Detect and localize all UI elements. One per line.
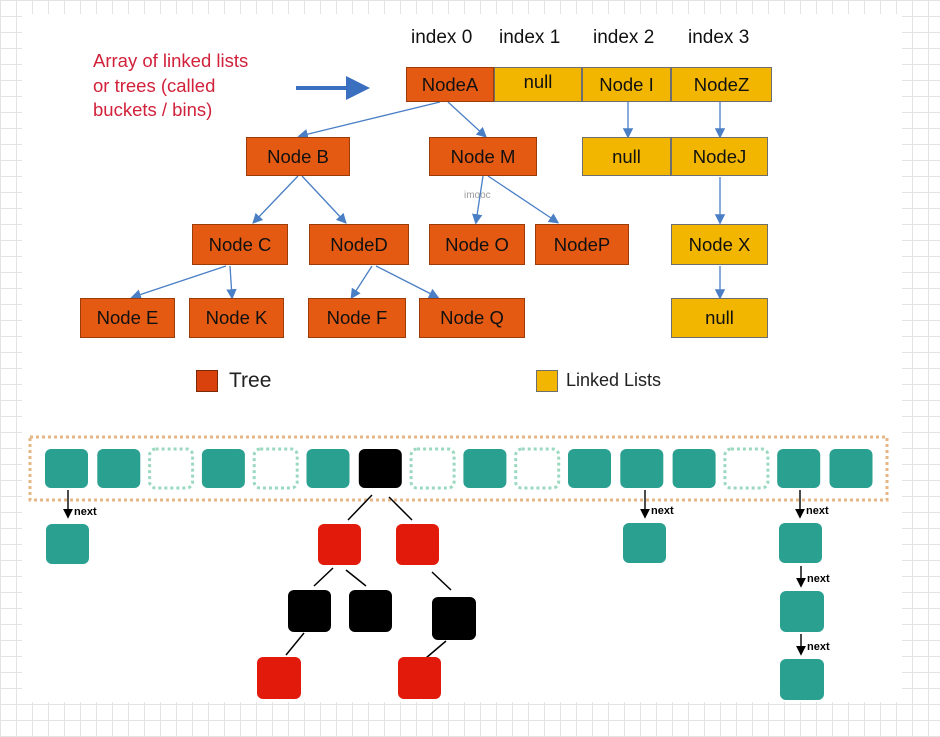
bucket-filled <box>45 449 88 488</box>
next-label: next <box>807 573 830 585</box>
edge-d-q <box>375 265 440 299</box>
tree-node-m: Node M <box>429 137 537 176</box>
next-label: next <box>807 641 830 653</box>
intro-line: buckets / bins) <box>93 99 213 120</box>
watermark: imooc <box>464 190 491 201</box>
bucket-empty <box>514 447 561 490</box>
array-cell-3: NodeZ <box>671 67 772 102</box>
tree-node-b: Node B <box>246 137 350 176</box>
rb-node-black <box>432 597 476 640</box>
bucket-filled <box>306 449 350 488</box>
rb-edge <box>431 571 452 591</box>
index-label-3: index 3 <box>688 27 750 48</box>
bucket-filled <box>568 449 611 488</box>
list-node-x-next: null <box>671 298 768 338</box>
intro-line: Array of linked lists <box>93 50 249 71</box>
rb-edge <box>388 496 413 521</box>
list-node-x: Node X <box>671 224 768 265</box>
array-cell-2: Node I <box>582 67 671 102</box>
bucket-filled <box>201 449 245 488</box>
index-label-1: index 1 <box>499 27 561 48</box>
array-cell-0: NodeA <box>406 67 494 102</box>
legend-tree-label: Tree <box>229 369 272 392</box>
list-chain-node <box>780 591 824 632</box>
tree-node-f: Node F <box>308 298 406 338</box>
edge-a-m <box>447 101 487 138</box>
bucket-empty <box>148 447 195 490</box>
list-node-idx2-next: null <box>582 137 671 176</box>
legend-list-label: Linked Lists <box>566 370 662 390</box>
edge-m-o <box>472 175 484 225</box>
bucket-empty <box>252 447 299 490</box>
tree-node-c: Node C <box>192 224 288 265</box>
rb-node-black <box>288 590 331 632</box>
index-label-0: index 0 <box>411 27 473 48</box>
list-node-idx3-next: NodeJ <box>671 137 768 176</box>
bucket-filled <box>829 449 873 488</box>
next-label: next <box>74 506 97 518</box>
list-chain-node <box>779 523 822 563</box>
bucket-tree-root <box>358 449 402 488</box>
rb-edge <box>347 494 373 521</box>
rb-edge <box>313 567 334 587</box>
index-label-2: index 2 <box>593 27 655 48</box>
legend-list-swatch <box>536 370 558 392</box>
edge-b-d <box>301 175 347 224</box>
list-chain-node <box>623 523 666 563</box>
rb-node-red <box>398 657 441 699</box>
rb-edge <box>345 569 367 587</box>
next-label: next <box>651 505 674 517</box>
tree-node-d: NodeD <box>309 224 409 265</box>
bucket-array-outline <box>28 435 889 502</box>
bucket-filled <box>620 449 664 488</box>
tree-node-p: NodeP <box>535 224 629 265</box>
rb-node-black <box>349 590 392 632</box>
bucket-filled <box>97 449 141 488</box>
rb-node-red <box>318 524 361 565</box>
bucket-empty <box>409 447 456 490</box>
rb-edge <box>425 640 447 659</box>
tree-node-q: Node Q <box>419 298 525 338</box>
next-label: next <box>806 505 829 517</box>
edge-a-b <box>297 101 441 140</box>
rb-node-red <box>257 657 301 699</box>
legend-tree-swatch <box>196 370 218 392</box>
rb-edge <box>285 632 305 656</box>
list-chain-node <box>780 659 824 700</box>
edge-c-k <box>226 265 237 300</box>
array-cell-1: null <box>494 67 582 102</box>
tree-node-o: Node O <box>429 224 525 265</box>
bucket-row <box>45 447 873 490</box>
intro-text: Array of linked lists or trees (called b… <box>93 49 248 123</box>
tree-node-k: Node K <box>189 298 284 338</box>
bucket-filled <box>463 449 507 488</box>
bucket-filled <box>777 449 821 488</box>
intro-line: or trees (called <box>93 74 216 96</box>
edge-m-p <box>487 175 560 224</box>
edge-b-c <box>252 175 299 224</box>
edge-d-f <box>350 265 373 300</box>
edge-c-e <box>130 265 227 300</box>
bucket-filled <box>672 449 716 488</box>
bucket-empty <box>723 447 770 490</box>
tree-node-e: Node E <box>80 298 175 338</box>
rb-node-red <box>396 524 439 565</box>
list-chain-node <box>46 524 89 564</box>
